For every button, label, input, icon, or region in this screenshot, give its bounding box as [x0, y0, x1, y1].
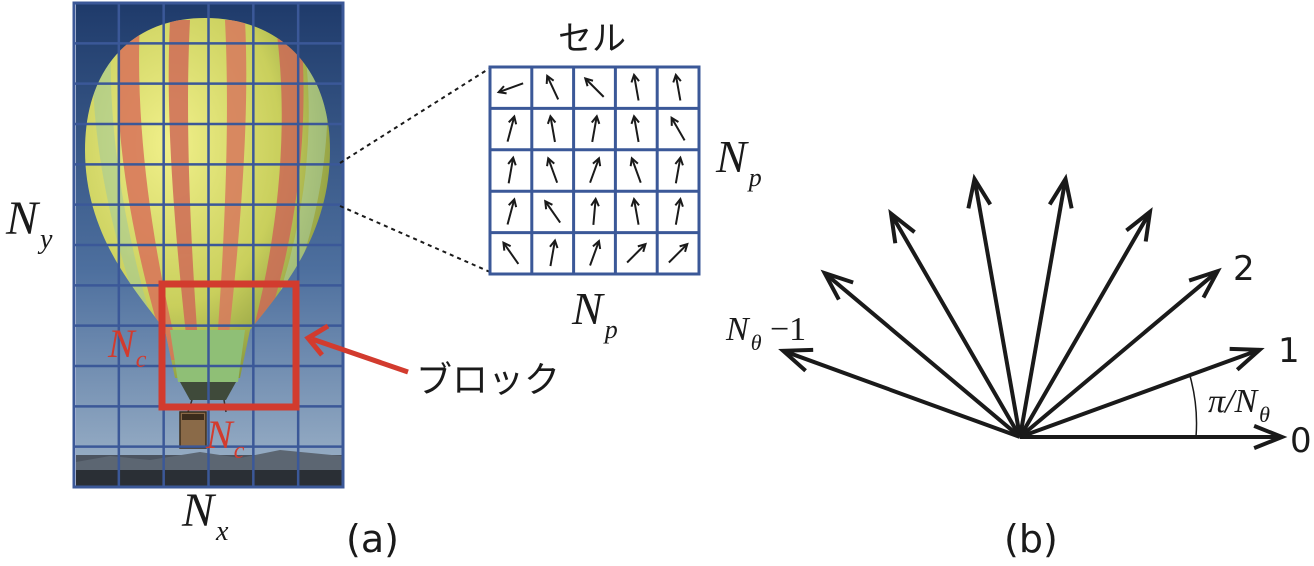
gradient-arrow — [674, 155, 684, 184]
bin-label-0: 0 — [1290, 421, 1312, 461]
gradient-arrow — [507, 155, 517, 184]
cell-zoom — [488, 65, 701, 276]
photo-panel — [72, 1, 345, 489]
bin-label-1: 1 — [1278, 331, 1300, 371]
gradient-arrow — [546, 114, 557, 143]
zoom-line-top — [339, 67, 491, 164]
bin-direction-arrow — [778, 347, 1021, 439]
bin-label-last: Nθ −1 — [725, 311, 806, 355]
block-size-left-label: Nc — [107, 321, 147, 373]
cell-title: セル — [558, 19, 626, 59]
gradient-arrow — [630, 72, 640, 101]
gradient-arrow — [674, 197, 684, 225]
orientation-bins — [778, 173, 1288, 450]
block-pointer-arrow — [304, 323, 409, 375]
gradient-arrow — [630, 114, 640, 143]
bin-direction-arrow — [966, 173, 1022, 438]
gradient-arrow — [545, 74, 560, 100]
block-outline — [158, 280, 300, 411]
block-label: ブロック — [416, 360, 560, 401]
gradient-arrow — [506, 197, 518, 225]
panel-b-label: (b) — [1004, 517, 1058, 561]
grid-height-label: Ny — [5, 192, 53, 255]
angle-label: π/Nθ — [1208, 383, 1270, 427]
gradient-arrow — [629, 156, 642, 184]
gradient-arrow — [549, 238, 559, 267]
gradient-arrow — [630, 197, 640, 225]
gradient-arrow — [670, 116, 686, 141]
bin-direction-arrow — [1018, 173, 1074, 438]
panel-a-label: (a) — [346, 517, 399, 561]
grid-width-label: Nx — [181, 484, 229, 547]
zoom-line-bottom — [339, 205, 491, 273]
bin-direction-arrow — [1020, 424, 1288, 450]
gradient-arrow — [672, 72, 682, 101]
gradient-arrow — [626, 242, 647, 264]
gradient-arrow — [496, 82, 524, 95]
gradient-arrow — [546, 156, 559, 184]
bin-label-2: 2 — [1233, 249, 1255, 289]
bin-direction-arrow — [888, 208, 1022, 438]
bin-direction-arrow — [1018, 267, 1222, 439]
gradient-arrow — [506, 114, 518, 142]
angle-arc — [1189, 375, 1198, 438]
block-size-bottom-label: Nc — [205, 412, 245, 464]
gradient-arrow — [668, 242, 689, 264]
cell-size-bottom-label: Np — [571, 283, 618, 344]
gradient-arrow — [589, 239, 602, 266]
bin-direction-arrow — [1018, 207, 1153, 438]
gradient-arrow — [583, 77, 605, 98]
bin-direction-arrow — [820, 269, 1022, 439]
photo-border — [72, 1, 345, 489]
bin-direction-arrow — [1019, 346, 1265, 439]
gradient-arrow — [590, 196, 600, 225]
cell-size-right-label: Np — [715, 131, 762, 192]
gradient-arrow — [590, 114, 601, 143]
gradient-arrow — [544, 199, 561, 224]
gradient-arrow — [589, 156, 602, 184]
gradient-arrow — [502, 240, 520, 265]
